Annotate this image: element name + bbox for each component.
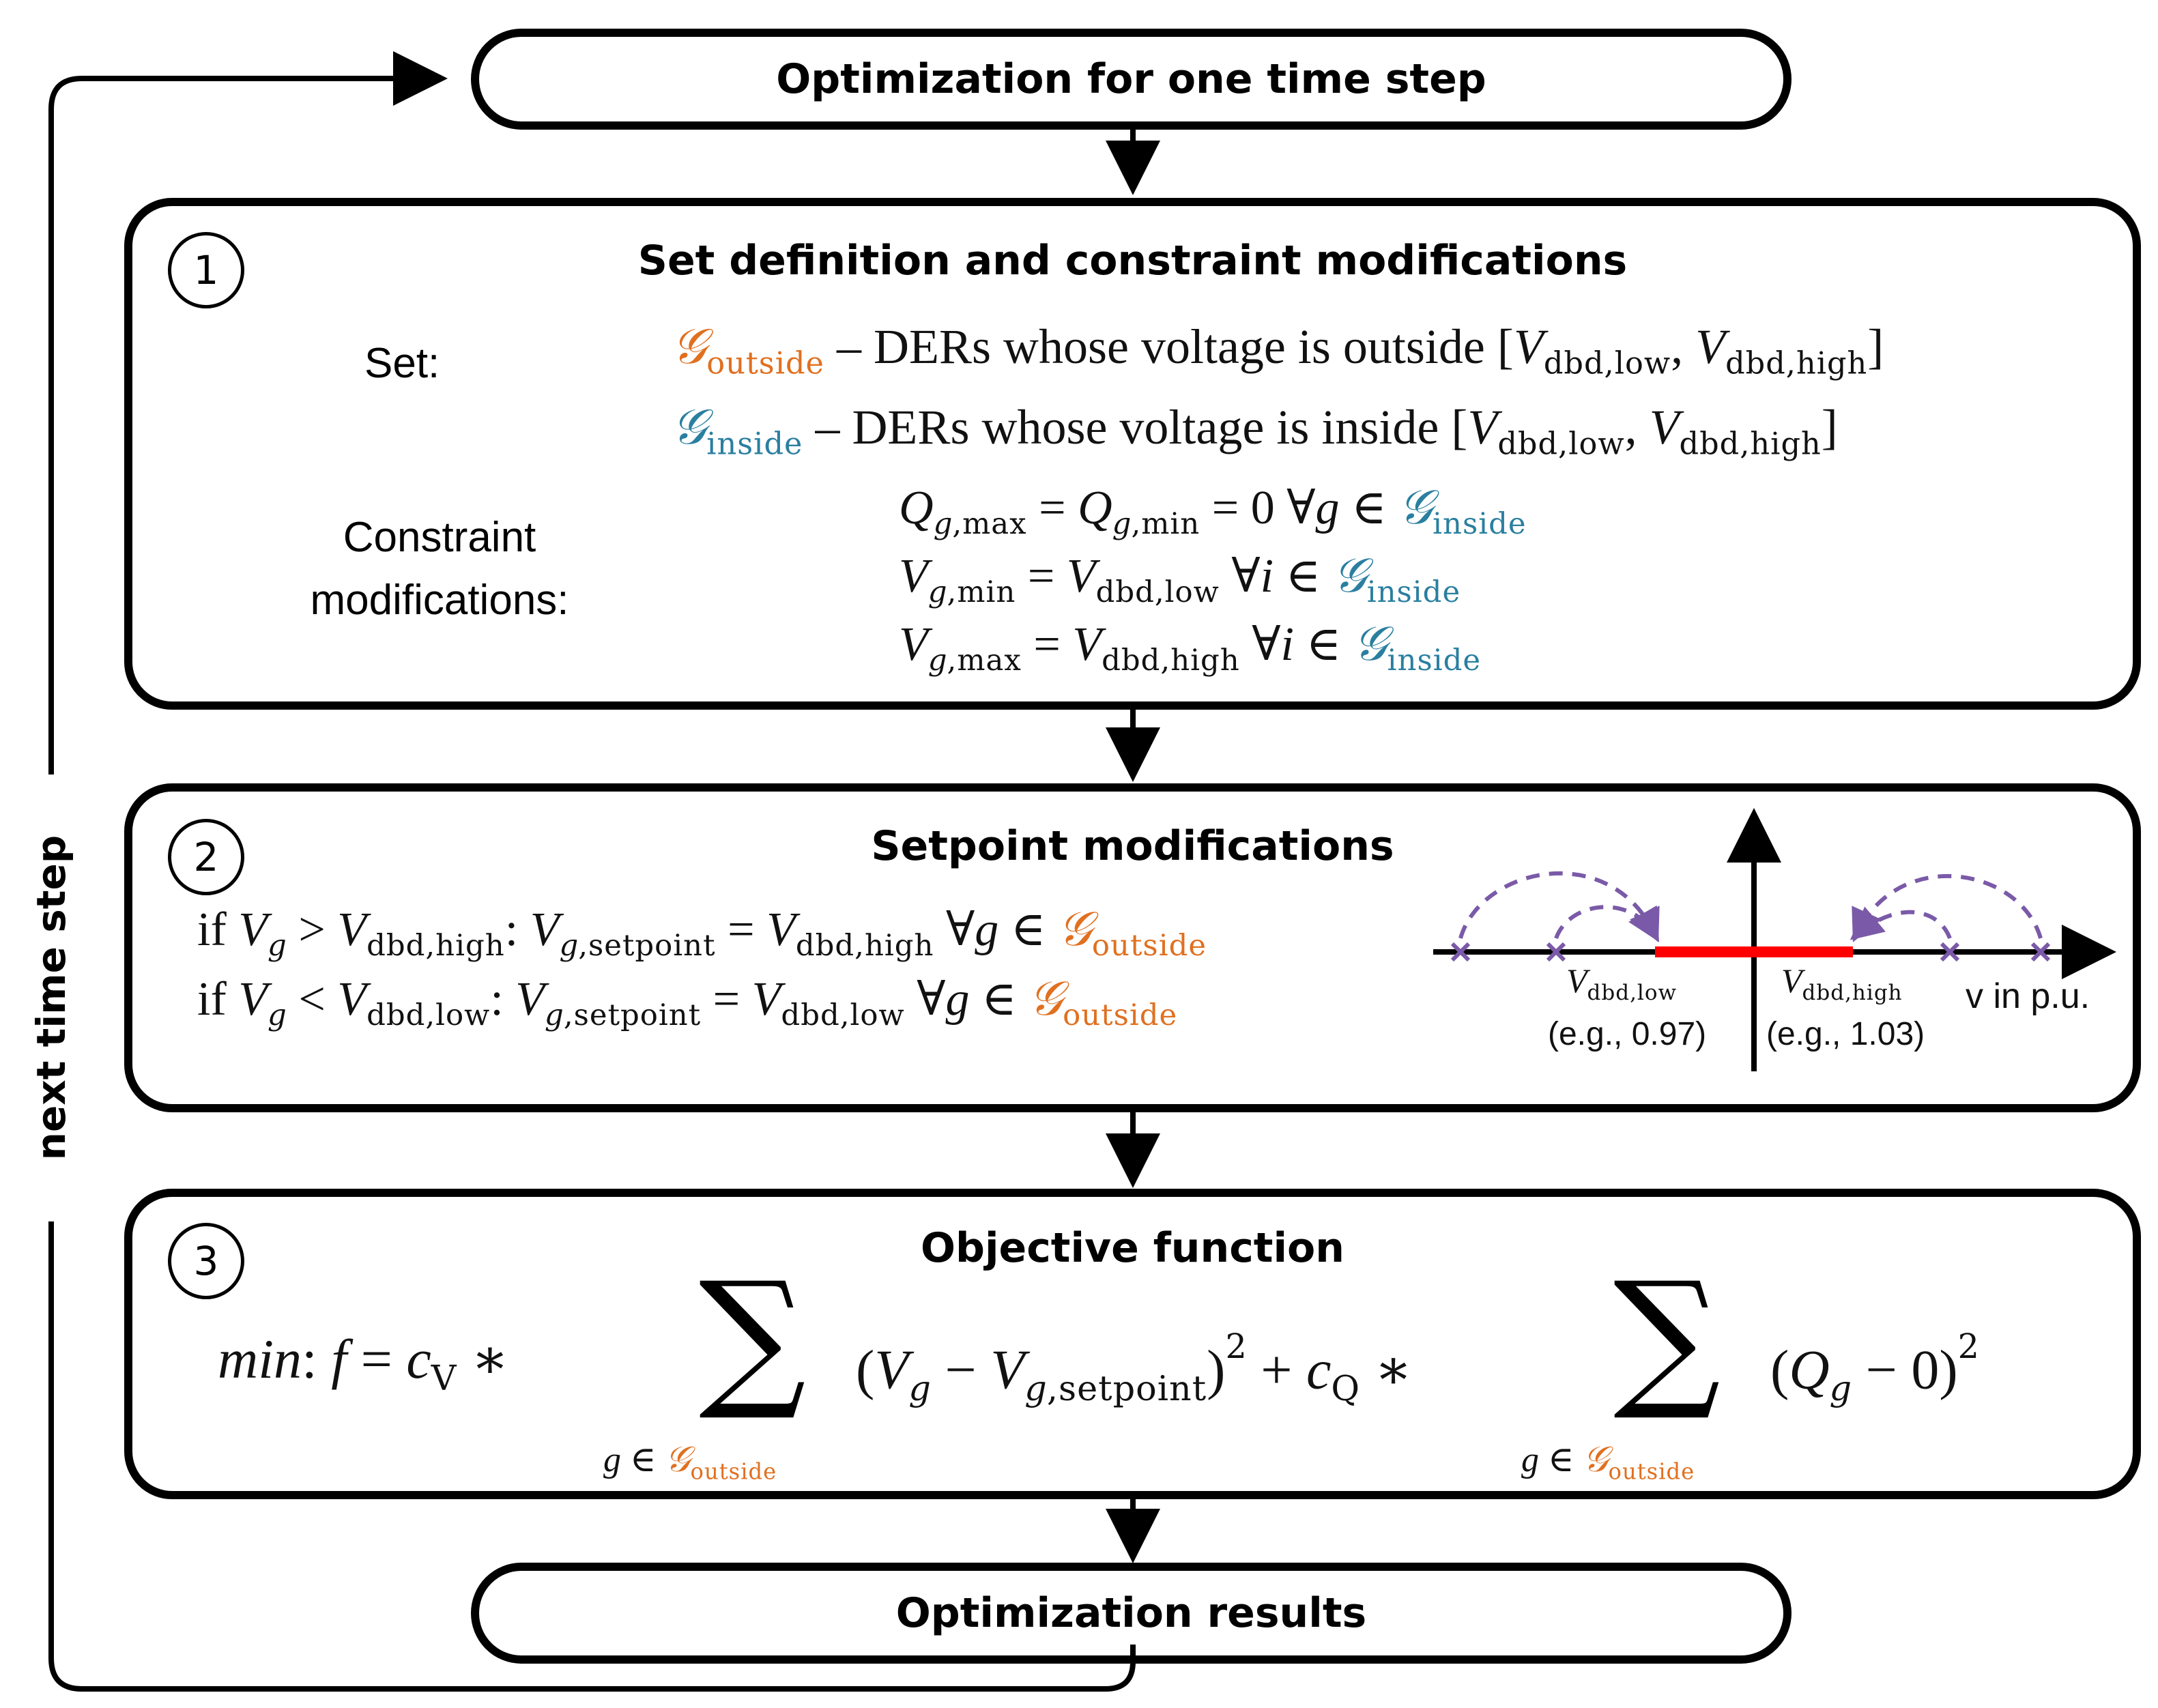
arrow-low-outer bbox=[1458, 871, 1660, 942]
low-example-label: (e.g., 0.97) bbox=[1548, 1016, 1707, 1052]
deadband-diagram bbox=[1433, 808, 2116, 1071]
step3-title: Objective function bbox=[920, 1224, 1344, 1272]
setpoint-rule-low: if Vg < Vdbd,low: Vg,setpoint = Vdbd,low… bbox=[197, 973, 1178, 1033]
step3-number: 3 bbox=[168, 1223, 244, 1299]
constraint-label-line1: Constraint bbox=[343, 514, 536, 561]
next-time-step-label: next time step bbox=[28, 821, 74, 1174]
arrow-low-inner bbox=[1554, 905, 1660, 942]
results-terminal-label: Optimization results bbox=[895, 1589, 1367, 1637]
start-terminal-label: Optimization for one time step bbox=[776, 55, 1486, 103]
set-inside-line: 𝒢inside – DERs whose voltage is inside [… bbox=[672, 400, 1838, 462]
sum-symbol-2: ∑ bbox=[1613, 1249, 1721, 1424]
step1-box: 1 Set definition and constraint modifica… bbox=[124, 198, 2141, 710]
constraint-label: Constraint modifications: bbox=[296, 506, 583, 632]
objective-formula: min: f = cV ∗ bbox=[218, 1328, 509, 1398]
constraint-vmax: Vg,max = Vdbd,high ∀i ∈ 𝒢inside bbox=[899, 618, 1482, 678]
step2-box: 2 Setpoint modifications if Vg > Vdbd,hi… bbox=[124, 783, 2141, 1112]
arrow-high-outer bbox=[1852, 873, 2043, 942]
step3-box: 3 Objective function min: f = cV ∗ ∑ g ∈… bbox=[124, 1189, 2141, 1499]
constraint-label-line2: modifications: bbox=[310, 577, 569, 624]
objective-term-v: (Vg − Vg,setpoint)2 + cQ ∗ bbox=[856, 1327, 1413, 1409]
high-example-label: (e.g., 1.03) bbox=[1766, 1016, 1925, 1052]
results-terminal: Optimization results bbox=[471, 1563, 1792, 1664]
loop-arrow-top bbox=[48, 51, 448, 775]
setpoint-rule-high: if Vg > Vdbd,high: Vg,setpoint = Vdbd,hi… bbox=[197, 903, 1207, 964]
axis-unit-label: v in p.u. bbox=[1966, 976, 2090, 1016]
loop-line-bottom bbox=[48, 1221, 1136, 1692]
marker-low-1 bbox=[1450, 942, 1471, 962]
objective-term-q: (Qg − 0)2 bbox=[1770, 1327, 1979, 1409]
voltage-markers bbox=[1450, 942, 2051, 962]
step1-title: Set definition and constraint modificati… bbox=[637, 237, 1628, 285]
marker-high-1 bbox=[1940, 942, 1960, 962]
set-outside-line: 𝒢outside – DERs whose voltage is outside… bbox=[672, 319, 1884, 381]
sum-index-2: g ∈ 𝒢outside bbox=[1521, 1441, 1695, 1485]
start-terminal: Optimization for one time step bbox=[471, 29, 1792, 130]
arrow-high-inner bbox=[1850, 906, 1952, 940]
set-label: Set: bbox=[364, 340, 440, 387]
step2-number: 2 bbox=[168, 819, 244, 895]
sum-symbol-1: ∑ bbox=[699, 1249, 807, 1424]
set-outside-symbol: 𝒢outside bbox=[672, 319, 824, 381]
deadband-high-label: Vdbd,high bbox=[1781, 961, 1903, 1005]
marker-high-2 bbox=[2030, 942, 2051, 962]
set-inside-symbol: 𝒢inside bbox=[672, 400, 803, 462]
setpoint-arrows bbox=[1458, 871, 2043, 942]
deadband-low-label: Vdbd,low bbox=[1566, 961, 1678, 1005]
constraint-vmin: Vg,min = Vdbd,low ∀i ∈ 𝒢inside bbox=[899, 550, 1461, 610]
sum-index-1: g ∈ 𝒢outside bbox=[603, 1441, 777, 1485]
step2-title: Setpoint modifications bbox=[871, 822, 1394, 870]
step1-number: 1 bbox=[168, 232, 244, 308]
constraint-q: Qg,max = Qg,min = 0 ∀g ∈ 𝒢inside bbox=[899, 482, 1527, 542]
marker-low-2 bbox=[1546, 942, 1566, 962]
